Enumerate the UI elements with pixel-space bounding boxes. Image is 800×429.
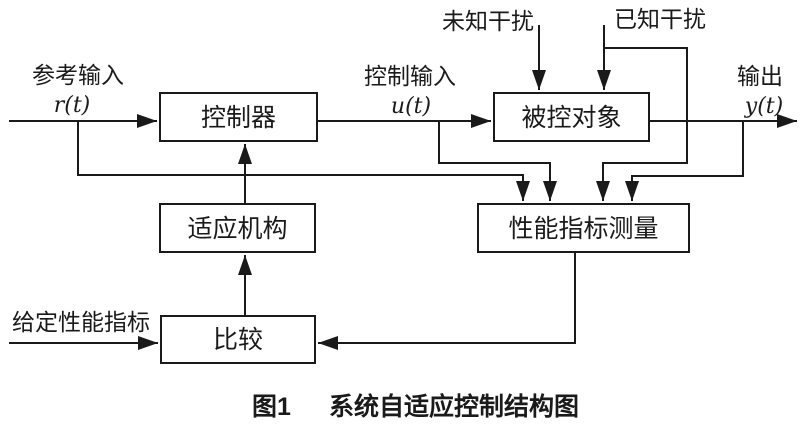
control-input-math: u(t) xyxy=(391,94,431,119)
arrow-reference-branch-to-performance xyxy=(77,121,530,201)
arrow-output-branch-to-performance xyxy=(625,121,744,201)
arrow-performance-to-comparison xyxy=(318,252,576,350)
block-adaptation xyxy=(159,203,316,253)
given-performance-label: 给定性能指标 xyxy=(12,310,150,335)
arrow-control-branch-to-performance xyxy=(438,121,557,201)
output-math: y(t) xyxy=(744,94,783,119)
block-controller-label: 控制器 xyxy=(201,104,276,132)
block-adaptation-label: 适应机构 xyxy=(187,215,287,243)
arrow-known-disturbance-branch-to-performance xyxy=(596,47,688,201)
output-label: 输出 xyxy=(737,64,783,89)
reference-input-math: r(t) xyxy=(54,93,91,118)
block-controller xyxy=(159,92,318,142)
reference-input-label: 参考输入 xyxy=(32,63,124,88)
block-performance xyxy=(477,203,690,253)
known-disturbance-label: 已知干扰 xyxy=(614,7,706,32)
figure-caption-number: 图1 xyxy=(252,393,291,421)
block-plant xyxy=(493,92,650,142)
block-performance-label: 性能指标测量 xyxy=(508,215,658,243)
block-comparison xyxy=(160,315,316,364)
figure-caption-title: 系统自适应控制结构图 xyxy=(329,392,579,421)
control-input-label: 控制输入 xyxy=(364,64,456,89)
block-plant-label: 被控对象 xyxy=(521,104,621,132)
block-comparison-label: 比较 xyxy=(213,326,263,354)
unknown-disturbance-label: 未知干扰 xyxy=(442,9,534,34)
